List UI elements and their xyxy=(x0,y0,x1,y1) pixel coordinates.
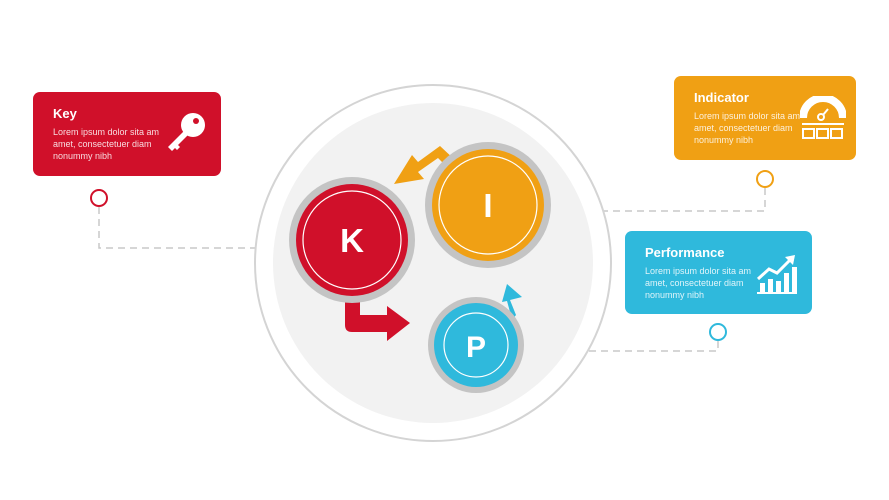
red-arrow xyxy=(345,295,410,341)
circle-i[interactable]: I xyxy=(425,142,551,268)
card-title: Indicator xyxy=(694,90,749,105)
card-indicator: Indicator Lorem ipsum dolor sita am amet… xyxy=(674,76,856,160)
circle-p[interactable]: P xyxy=(428,297,524,393)
blue-arrow xyxy=(502,284,522,325)
growth-chart-icon xyxy=(756,255,797,294)
card-body: Lorem ipsum dolor sita am amet, consecte… xyxy=(53,127,160,161)
circle-p-letter: P xyxy=(466,331,486,364)
card-title: Performance xyxy=(645,245,725,260)
orange-connector-dot xyxy=(756,170,774,188)
connectors xyxy=(98,188,766,352)
card-performance: Performance Lorem ipsum dolor sita am am… xyxy=(625,231,812,314)
orange-arrow xyxy=(394,146,455,184)
key-icon xyxy=(168,113,205,151)
circle-i-letter: I xyxy=(483,187,492,224)
card-key: Key Lorem ipsum dolor sita am amet, cons… xyxy=(33,92,221,176)
red-connector-dot xyxy=(90,189,108,207)
blue-connector-dot xyxy=(709,323,727,341)
circle-k[interactable]: K xyxy=(289,177,415,303)
card-title: Key xyxy=(53,106,77,121)
circle-k-letter: K xyxy=(340,222,364,259)
card-body: Lorem ipsum dolor sita am amet, consecte… xyxy=(694,111,801,145)
gauge-checklist-icon xyxy=(800,96,846,139)
card-body: Lorem ipsum dolor sita am amet, consecte… xyxy=(645,266,752,300)
